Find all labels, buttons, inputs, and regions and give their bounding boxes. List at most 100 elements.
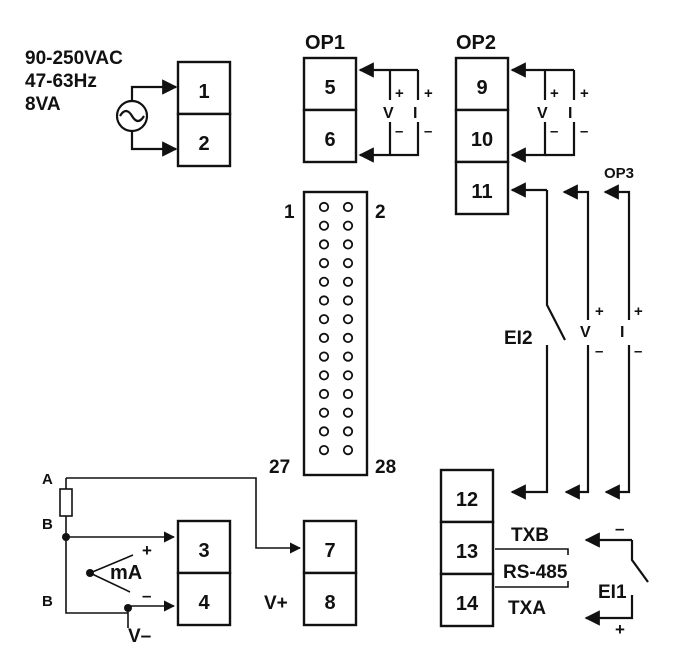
power-frequency-label: 47-63Hz (25, 71, 97, 92)
connector-pin-hole (318, 407, 330, 418)
op3-v-label: V (580, 324, 591, 341)
op1-i-label: I (413, 105, 417, 122)
terminal-13-label: 13 (456, 541, 478, 563)
svg-text:–: – (424, 123, 432, 140)
op2-v-label: V (537, 105, 548, 122)
op3-i-wire-top (603, 184, 631, 320)
terminal-11 (454, 160, 510, 216)
connector-pin-hole (342, 351, 354, 362)
svg-text:+: + (550, 85, 559, 102)
op1-v-label: V (383, 105, 394, 122)
connector-pin-hole (318, 388, 330, 400)
connector-pin-1-label: 1 (284, 202, 295, 223)
sensor-b-label-1: B (42, 516, 53, 533)
connector-pin-hole (342, 407, 354, 418)
op3-v-wire-bottom (564, 345, 590, 500)
terminal-14-label: 14 (456, 593, 479, 615)
terminal-9 (454, 56, 510, 112)
svg-text:+: + (142, 541, 152, 560)
rtd-resistor-icon (59, 488, 73, 517)
svg-text:–: – (580, 123, 588, 140)
connector-pin-hole (318, 370, 330, 381)
connector-pin-hole (318, 220, 330, 231)
terminal-3-label: 3 (198, 540, 209, 562)
sine-wave-icon (119, 109, 145, 123)
op3-label: OP3 (604, 165, 634, 182)
ei2-wire-bottom (510, 345, 549, 500)
svg-text:+: + (615, 620, 625, 639)
terminal-2-label: 2 (198, 133, 209, 155)
connector-pin-hole (318, 295, 330, 306)
terminal-14 (439, 572, 495, 628)
connector-pin-hole (342, 370, 354, 381)
connector-pin-hole (318, 314, 330, 325)
terminal-9-label: 9 (476, 77, 487, 99)
connector-pin-hole (342, 332, 354, 343)
rtd-wire-a (66, 477, 302, 554)
terminal-2 (176, 112, 232, 168)
svg-text:–: – (142, 586, 151, 605)
sensor-b-label-2: B (42, 593, 53, 610)
ei1-wire-bottom (584, 595, 634, 626)
connector-pin-hole (342, 201, 354, 213)
op3-i-label: I (620, 324, 624, 341)
ma-label: mA (110, 562, 142, 584)
connector-pin-hole (342, 314, 354, 325)
power-voltage-label: 90-250VAC (25, 48, 123, 69)
op2-wire-bottom (510, 122, 547, 163)
terminal-1-label: 1 (198, 81, 209, 103)
connector-pin-hole (342, 295, 354, 306)
svg-text:+: + (580, 85, 589, 102)
connector-pin-hole (342, 426, 354, 437)
svg-text:–: – (615, 519, 624, 538)
connector-pin-hole (342, 239, 354, 250)
terminal-5 (302, 56, 358, 112)
svg-text:–: – (395, 123, 403, 140)
connector-pin-hole (318, 332, 330, 343)
op3-i-wire-bottom (604, 345, 631, 500)
connector-pin-hole (318, 444, 330, 456)
ei2-label: EI2 (504, 328, 533, 349)
connector-block (302, 190, 369, 477)
terminal-8 (302, 571, 358, 627)
terminal-7-label: 7 (324, 540, 335, 562)
connector-pin-hole (342, 257, 354, 269)
connector-pin-hole (318, 239, 330, 250)
connector-pin-hole (342, 444, 354, 456)
connector-pin-hole (342, 220, 354, 231)
svg-text:+: + (424, 85, 433, 102)
op1-wire-bottom (358, 122, 392, 163)
ei1-switch (630, 540, 649, 583)
terminal-5-label: 5 (324, 77, 335, 99)
terminal-6-label: 6 (324, 129, 335, 151)
connector-pin-hole (342, 276, 354, 287)
op2-label: OP2 (456, 32, 496, 54)
terminal-8-label: 8 (324, 592, 335, 614)
rs485-label: RS-485 (503, 562, 568, 583)
op1-label: OP1 (305, 32, 345, 54)
power-wire-2 (130, 131, 178, 157)
rs485-wire-b (495, 548, 569, 555)
terminal-10 (454, 108, 510, 164)
connector-pin-hole (318, 426, 330, 437)
terminal-12-label: 12 (456, 489, 478, 511)
terminal-8-v-plus-label: V+ (264, 593, 288, 614)
terminal-4-label: 4 (198, 592, 210, 614)
connector-pin-27-label: 27 (269, 457, 290, 478)
svg-text:+: + (395, 85, 404, 102)
svg-text:+: + (595, 303, 604, 320)
svg-text:+: + (634, 303, 643, 320)
op2-i-label: I (568, 105, 572, 122)
op3-v-wire-top (562, 184, 590, 320)
connector-pins (318, 201, 354, 456)
terminal-7 (302, 519, 358, 575)
power-wire-1 (130, 79, 178, 101)
ei2-switch (545, 190, 566, 341)
terminal-4 (176, 571, 232, 627)
svg-text:–: – (550, 123, 558, 140)
svg-text:–: – (634, 343, 642, 360)
sensor-a-label: A (42, 471, 53, 488)
terminal-3 (176, 519, 232, 575)
ei1-label: EI1 (598, 582, 627, 603)
